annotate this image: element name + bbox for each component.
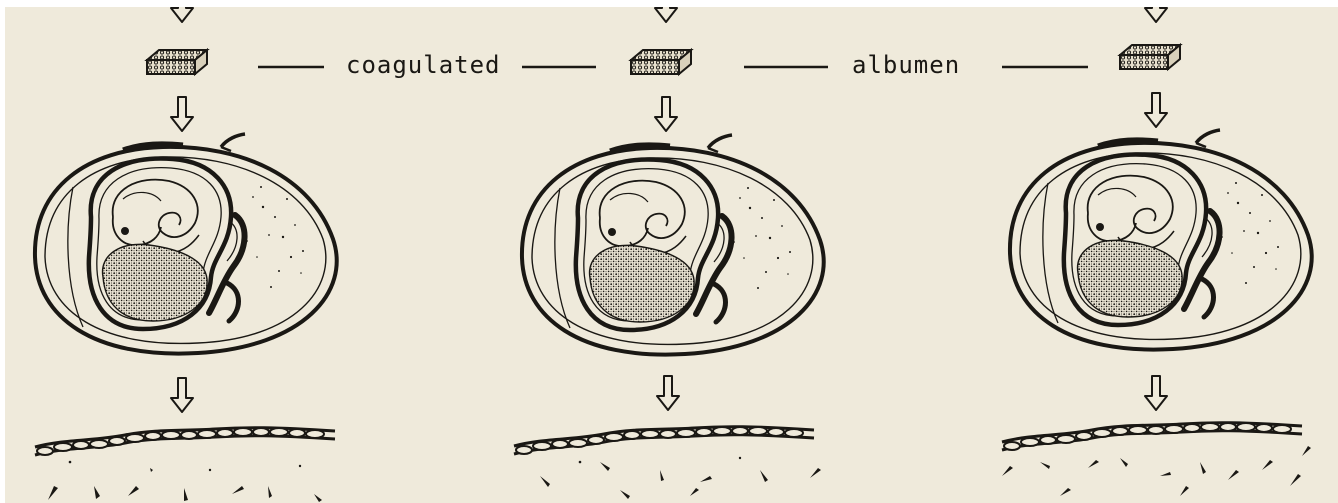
arrow-down-icon bbox=[171, 378, 193, 412]
arrow-down-icon bbox=[1145, 93, 1167, 127]
albumen-block bbox=[147, 50, 207, 74]
egg-with-embryo bbox=[522, 135, 824, 355]
migrating-cells bbox=[540, 457, 821, 499]
arrow-down-icon bbox=[657, 376, 679, 410]
panel-center bbox=[514, 0, 824, 499]
egg-with-embryo bbox=[35, 134, 337, 354]
label-coagulated: coagulated bbox=[346, 50, 501, 80]
egg-with-embryo bbox=[1010, 130, 1312, 350]
panel-left bbox=[35, 0, 337, 502]
albumen-block bbox=[1120, 45, 1180, 69]
arrow-down-icon bbox=[655, 97, 677, 131]
scan-border-left bbox=[0, 0, 5, 503]
scan-border-top bbox=[0, 0, 1338, 7]
migrating-cells bbox=[1002, 446, 1311, 496]
migrating-cells bbox=[48, 461, 322, 502]
cell-layer bbox=[35, 428, 335, 455]
cell-layer bbox=[1002, 423, 1302, 450]
arrow-down-icon bbox=[171, 97, 193, 131]
albumen-block bbox=[631, 50, 691, 74]
arrow-down-icon bbox=[1145, 376, 1167, 410]
panel-right bbox=[1002, 0, 1312, 496]
cell-layer bbox=[514, 427, 814, 454]
label-albumen: albumen bbox=[852, 50, 960, 80]
